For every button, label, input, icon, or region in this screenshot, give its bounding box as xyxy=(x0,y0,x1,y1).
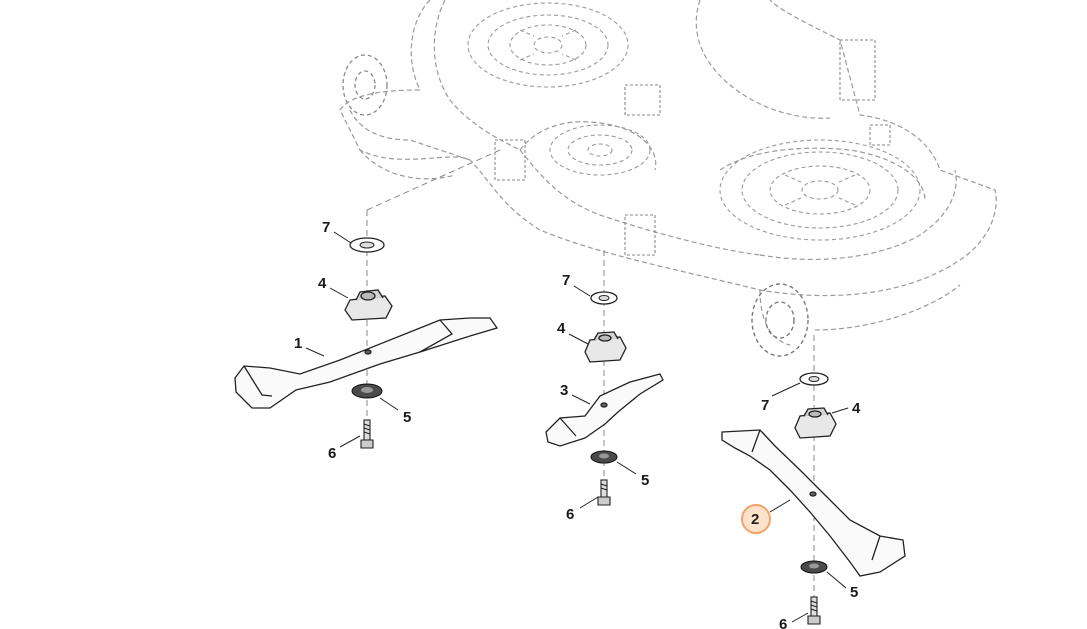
deck-wheel-left xyxy=(342,54,388,116)
spindle-housing-right xyxy=(719,139,921,241)
callout-7[interactable]: 7 xyxy=(562,272,570,289)
bolt-6-left xyxy=(360,419,374,449)
callout-4[interactable]: 4 xyxy=(318,275,327,292)
callout-labels: 7 4 1 5 6 7 4 3 5 6 7 4 2 5 6 xyxy=(294,219,861,629)
selected-callout-highlight xyxy=(741,504,771,534)
blade-2 xyxy=(721,429,906,577)
bolt-6-right xyxy=(807,596,821,625)
washer-7-left xyxy=(349,237,385,253)
callout-5[interactable]: 5 xyxy=(403,409,411,426)
callout-3[interactable]: 3 xyxy=(560,382,568,399)
callout-leaders xyxy=(305,231,849,623)
hub-4-left xyxy=(344,289,393,321)
callout-4[interactable]: 4 xyxy=(557,320,566,337)
mower-deck-outline xyxy=(339,0,997,346)
washer-5-center xyxy=(590,450,618,464)
washer-5-left xyxy=(351,383,383,399)
callout-7[interactable]: 7 xyxy=(322,219,330,236)
spindle-housing-center xyxy=(549,124,651,176)
assembly-axis-lines xyxy=(366,149,815,610)
washer-7-center xyxy=(590,291,618,305)
bolt-6-center xyxy=(597,479,611,506)
washer-7-right xyxy=(799,372,829,386)
spindle-housing-left xyxy=(467,2,629,88)
hub-4-right xyxy=(794,407,837,439)
blade-1 xyxy=(234,317,499,409)
blade-3 xyxy=(545,373,664,447)
washer-5-right xyxy=(800,560,828,574)
callout-5[interactable]: 5 xyxy=(641,472,649,489)
callout-6[interactable]: 6 xyxy=(566,506,574,523)
callout-7[interactable]: 7 xyxy=(761,397,769,414)
callout-2[interactable]: 2 xyxy=(751,511,759,528)
callout-4[interactable]: 4 xyxy=(852,400,861,417)
callout-1[interactable]: 1 xyxy=(294,335,302,352)
hub-4-center xyxy=(584,331,627,363)
callout-6[interactable]: 6 xyxy=(328,445,336,462)
deck-brackets xyxy=(494,39,891,256)
callout-6[interactable]: 6 xyxy=(779,616,787,629)
callout-5[interactable]: 5 xyxy=(850,584,858,601)
deck-wheel-right xyxy=(751,283,809,357)
